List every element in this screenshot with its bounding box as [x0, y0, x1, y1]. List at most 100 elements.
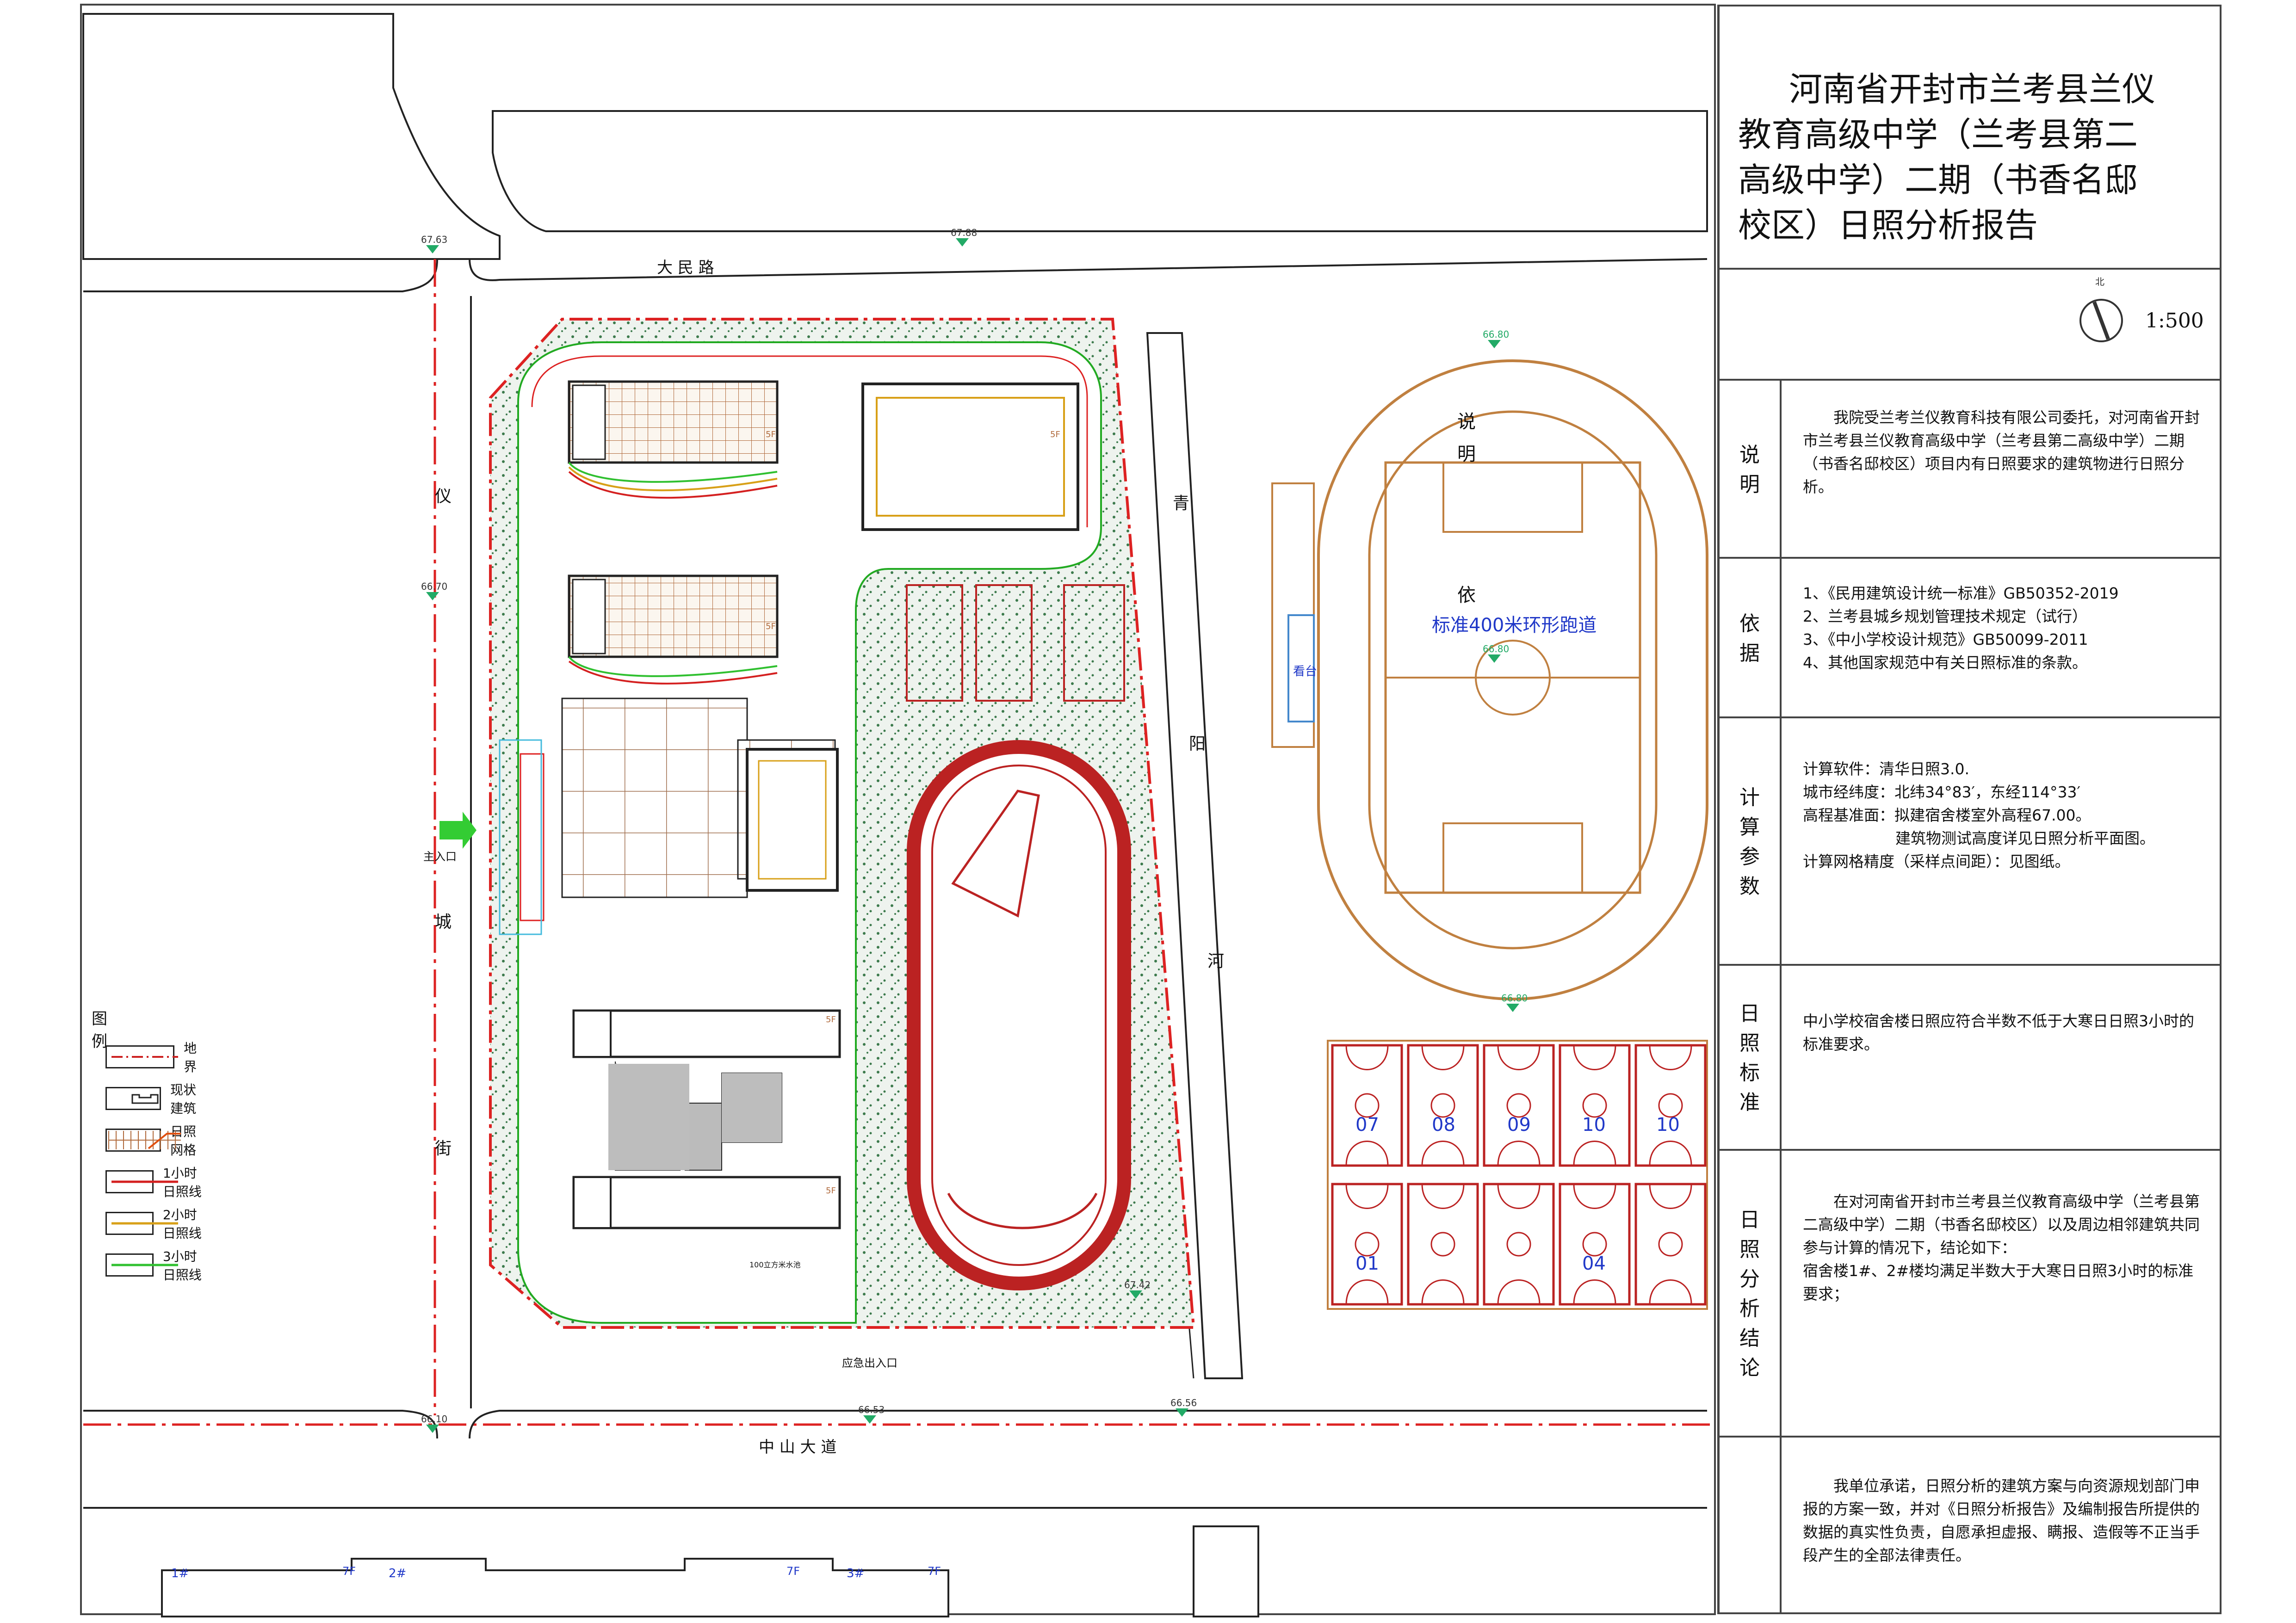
- central-plaza: [561, 697, 748, 898]
- section-standard: 日照标准中小学校宿舍楼日照应符合半数不低于大寒日日照3小时的标准要求。: [1720, 964, 2220, 1151]
- floor-count: 5F: [1050, 430, 1060, 439]
- legend-title: 图例: [92, 1010, 107, 1051]
- legend-swatch: [105, 1170, 178, 1193]
- elevation-label: 66.10: [421, 1413, 447, 1425]
- elevation-marker-icon: [426, 1425, 439, 1433]
- section-paragraph: 宿舍楼1#、2#楼均满足半数大于大寒日日照3小时的标准要求；: [1803, 1262, 2194, 1303]
- legend-swatch: [105, 1045, 178, 1068]
- complex-building: [746, 748, 839, 892]
- road-label-west-b: 城: [435, 913, 452, 932]
- court-number: 01: [1355, 1253, 1379, 1274]
- existing-building-north: [492, 110, 1708, 232]
- field-label-1: 说: [1457, 411, 1476, 432]
- section-paragraph: 4、其他国家规范中有关日照标准的条款。: [1803, 654, 2087, 672]
- track-label: 标准400米环形跑道: [1432, 615, 1597, 636]
- elevation-marker-icon: [1488, 654, 1501, 663]
- basketball-court: [1407, 1183, 1479, 1306]
- basketball-court: [1483, 1044, 1555, 1167]
- basketball-court: [1407, 1044, 1479, 1167]
- elevation-marker-icon: [956, 238, 969, 247]
- section-paragraph: 我单位承诺，日照分析的建筑方案与向资源规划部门申报的方案一致，并对《日照分析报告…: [1803, 1477, 2200, 1564]
- section-label: 说明: [1720, 381, 1782, 559]
- legend-item: 1小时日照线: [105, 1163, 206, 1200]
- section-body: 我单位承诺，日照分析的建筑方案与向资源规划部门申报的方案一致，并对《日照分析报告…: [1803, 1475, 2206, 1567]
- elevation-marker-icon: [1506, 1004, 1519, 1012]
- legend-label: 1小时日照线: [162, 1166, 202, 1199]
- section-conclusion: 日照分析结论在对河南省开封市兰考县兰仪教育高级中学（兰考县第二高级中学）二期（书…: [1720, 1149, 2220, 1438]
- building-number: 3#: [847, 1567, 864, 1580]
- section-label-char: 析: [1739, 1297, 1760, 1321]
- section-paragraph: 建筑物测试高度详见日照分析平面图。: [1895, 829, 2155, 847]
- field-label-2: 明: [1457, 444, 1476, 465]
- section-label: 计算参数: [1720, 718, 1782, 966]
- legend-swatch: [105, 1253, 178, 1277]
- elevation-label: 66.56: [1170, 1397, 1197, 1408]
- basketball-court: [1331, 1044, 1403, 1167]
- elevation-marker-icon: [426, 592, 439, 600]
- elevation-marker-icon: [1129, 1290, 1142, 1299]
- legend-label: 地界: [184, 1041, 197, 1074]
- court-number: 04: [1582, 1253, 1606, 1274]
- basketball-court: [1331, 1183, 1403, 1306]
- road-label-north: 大 民 路: [657, 259, 714, 277]
- section-label-char: 照: [1739, 1238, 1760, 1261]
- section-body: 中小学校宿舍楼日照应符合半数不低于大寒日日照3小时的标准要求。: [1803, 1010, 2206, 1056]
- basketball-court: [1559, 1044, 1631, 1167]
- section-label-char: 说: [1739, 443, 1760, 467]
- emergency-entrance-label: 应急出入口: [842, 1357, 897, 1370]
- canteen-building: [861, 383, 1079, 531]
- legend-label: 现状建筑: [170, 1082, 197, 1116]
- north-label: 北: [2095, 276, 2104, 287]
- legend-swatch: [105, 1087, 161, 1110]
- existing-building-nw: [82, 13, 501, 260]
- legend-label: 日照网格: [170, 1124, 197, 1158]
- legend-item: 日照网格: [105, 1122, 206, 1159]
- floor-tag: 7F: [786, 1565, 800, 1578]
- elevation-label: 67.63: [421, 234, 447, 245]
- teaching-building-a: [572, 1009, 841, 1058]
- section-label: 依据: [1720, 559, 1782, 718]
- section-label-char: 参: [1739, 845, 1760, 869]
- elevation-label: 66.80: [1483, 329, 1509, 340]
- floor-count: 5F: [766, 622, 776, 631]
- section-body: 在对河南省开封市兰考县兰仪教育高级中学（兰考县第二高级中学）二期（书香名邸校区）…: [1803, 1190, 2206, 1306]
- section-label-char: 日: [1739, 1002, 1760, 1025]
- road-label-south: 中 山 大 道: [759, 1438, 836, 1456]
- legend-item: 地界: [105, 1038, 206, 1075]
- section-label: 日照标准: [1720, 966, 1782, 1151]
- court-number: 09: [1507, 1114, 1531, 1135]
- section-label-char: 算: [1739, 815, 1760, 839]
- existing-buildings-south: [161, 1558, 949, 1617]
- section-paragraph: 3、《中小学校设计规范》GB50099-2011: [1803, 630, 2088, 648]
- north-arrow-icon: [2079, 299, 2123, 342]
- section-label: 日照分析结论: [1720, 1151, 1782, 1438]
- section-paragraph: 计算网格精度（采样点间距）：见图纸。: [1803, 852, 2070, 870]
- section-label-char: 日: [1739, 1208, 1760, 1232]
- river-bank: [1146, 332, 1244, 1379]
- elevation-marker-icon: [1176, 1408, 1188, 1417]
- elevation-marker-icon: [863, 1415, 876, 1424]
- section-paragraph: 中小学校宿舍楼日照应符合半数不低于大寒日日照3小时的标准要求。: [1803, 1012, 2194, 1053]
- basketball-court: [1634, 1183, 1707, 1306]
- basketball-courts-north: [906, 584, 1125, 702]
- floor-tag: 7F: [928, 1565, 941, 1578]
- section-paragraph: 城市经纬度：北纬34°83′，东经114°33′: [1803, 783, 2080, 801]
- river-label-1: 青: [1173, 494, 1189, 513]
- court-number: 10: [1656, 1114, 1680, 1135]
- section-label-char: 准: [1739, 1091, 1760, 1114]
- legend-item: 3小时日照线: [105, 1247, 206, 1284]
- floor-count: 5F: [766, 430, 776, 439]
- section-params: 计算参数计算软件：清华日照3.0.城市经纬度：北纬34°83′，东经114°33…: [1720, 716, 2220, 966]
- court-number: 07: [1355, 1114, 1379, 1135]
- basketball-court: [1634, 1044, 1707, 1167]
- floor-tag: 7F: [342, 1565, 356, 1578]
- report-panel: 河南省开封市兰考县兰仪 教育高级中学（兰考县第二 高级中学）二期（书香名邸 校区…: [1717, 5, 2222, 1614]
- elevation-label: 66.80: [1483, 643, 1509, 654]
- legend-swatch: [105, 1212, 178, 1235]
- floor-count: 5F: [826, 1015, 836, 1024]
- road-label-west-a: 仪: [435, 487, 452, 506]
- elevation-label: 66.70: [421, 581, 447, 592]
